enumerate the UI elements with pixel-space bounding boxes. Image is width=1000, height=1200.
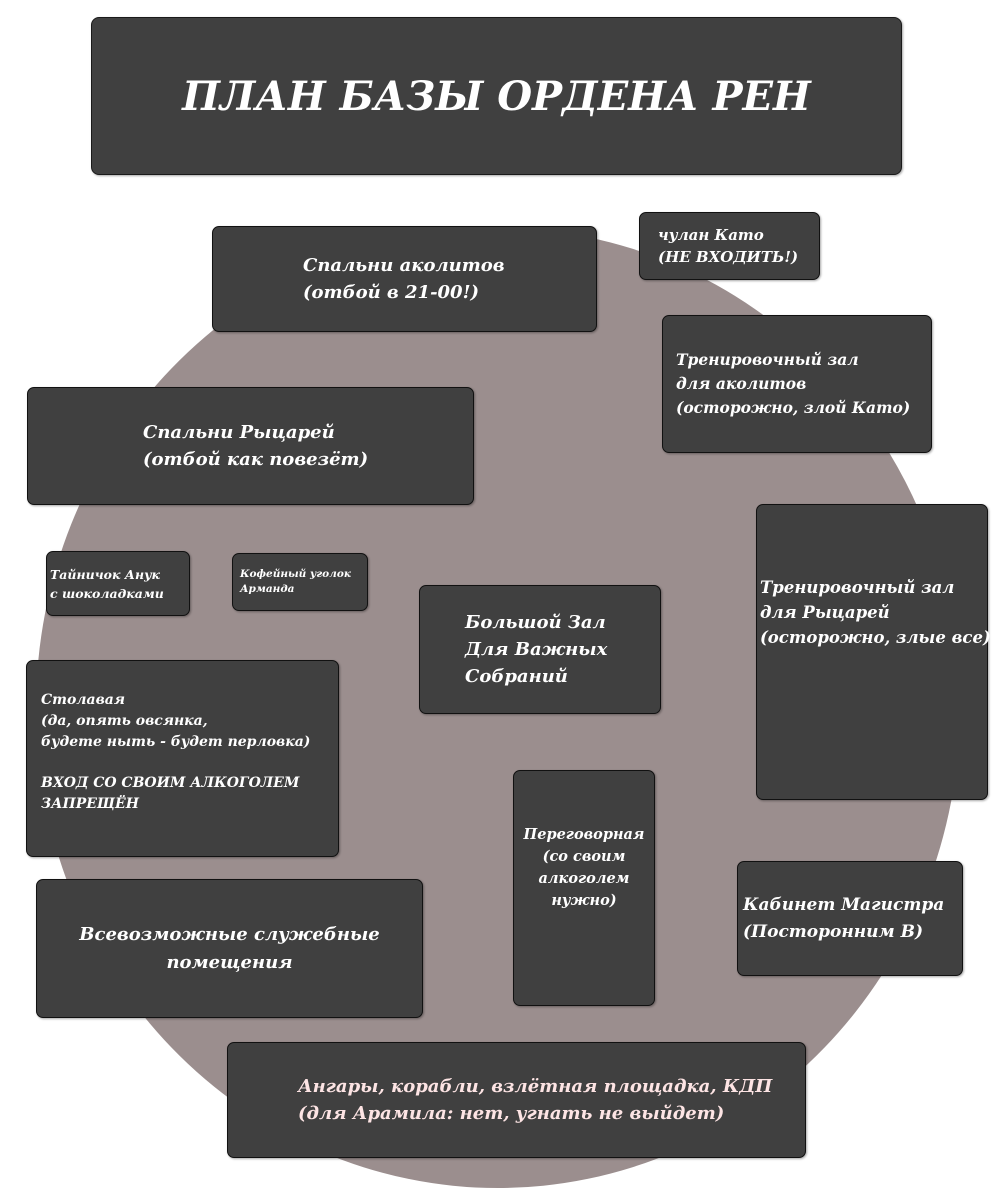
room-label-line: (осторожно, злые все) xyxy=(760,628,991,647)
room-label-line: для аколитов xyxy=(676,374,807,393)
room-knights-dormitories: Спальни Рыцарей (отбой как повезёт) xyxy=(27,387,474,505)
room-warning-line: ВХОД СО СВОИМ АЛКОГОЛЕМ xyxy=(41,775,300,791)
room-label-line: (для Арамила: нет, угнать не выйдет) xyxy=(298,1103,725,1124)
room-dining-hall: Столавая (да, опять овсянка, будете ныть… xyxy=(26,660,339,857)
room-warning-line: ЗАПРЕЩЁН xyxy=(41,796,139,812)
room-armand-coffee-corner: Кофейный уголок Арманда xyxy=(232,553,368,611)
room-label-line: Всевозможные служебные xyxy=(79,923,380,945)
room-label-line: (Посторонним В) xyxy=(743,921,923,942)
room-meeting-room: Переговорная (со своим алкоголем нужно) xyxy=(513,770,655,1006)
room-label-line: для Рыцарей xyxy=(760,603,890,622)
room-label-line: Арманда xyxy=(240,583,295,595)
spacer xyxy=(41,753,338,773)
room-label-line: (отбой в 21-00!) xyxy=(303,282,480,303)
room-label-line: Кабинет Магистра xyxy=(743,894,945,915)
room-label-line: (со своим xyxy=(542,848,626,865)
room-label-line: Спальни аколитов xyxy=(303,255,505,276)
room-label-line: с шоколадками xyxy=(50,585,164,601)
title-banner: ПЛАН БАЗЫ ОРДЕНА РЕН xyxy=(91,17,902,175)
room-great-hall: Большой Зал Для Важных Собраний xyxy=(419,585,661,714)
room-hangars: Ангары, корабли, взлётная площадка, КДП … xyxy=(227,1042,806,1158)
room-label-line: Большой Зал xyxy=(465,612,606,633)
room-label-line: Столавая xyxy=(41,692,126,708)
room-label-line: (отбой как повезёт) xyxy=(143,449,369,470)
room-master-office: Кабинет Магистра (Посторонним В) xyxy=(737,861,963,976)
room-label-line: Для Важных xyxy=(465,639,608,660)
room-label-line: (да, опять овсянка, xyxy=(41,713,208,729)
room-label-line: Тренировочный зал xyxy=(676,350,859,369)
room-label-line: Спальни Рыцарей xyxy=(143,422,335,443)
room-label-line: помещения xyxy=(166,951,293,973)
room-label-line: Переговорная xyxy=(523,826,645,843)
room-label-line: Собраний xyxy=(465,666,568,687)
room-label-line: Тайничок Анук xyxy=(50,566,161,582)
room-label-line: чулан Като xyxy=(658,226,764,244)
page-title: ПЛАН БАЗЫ ОРДЕНА РЕН xyxy=(182,72,811,120)
room-label-line: Ангары, корабли, взлётная площадка, КДП xyxy=(298,1076,773,1097)
room-service-rooms: Всевозможные служебные помещения xyxy=(36,879,423,1018)
room-label-line: (НЕ ВХОДИТЬ!) xyxy=(658,248,799,266)
room-label-line: Тренировочный зал xyxy=(760,578,955,597)
room-label-line: нужно) xyxy=(551,892,617,909)
room-training-hall-knights: Тренировочный зал для Рыцарей (осторожно… xyxy=(756,504,991,800)
room-kato-closet: чулан Като (НЕ ВХОДИТЬ!) xyxy=(639,212,820,280)
room-label-line: будете ныть - будет перловка) xyxy=(41,734,311,750)
room-label-line: алкоголем xyxy=(538,870,630,887)
room-label-line: Кофейный уголок xyxy=(240,568,351,580)
room-acolyte-dormitories: Спальни аколитов (отбой в 21-00!) xyxy=(212,226,597,332)
room-label-line: (осторожно, злой Като) xyxy=(676,398,911,417)
room-training-hall-acolytes: Тренировочный зал для аколитов (осторожн… xyxy=(662,315,932,453)
room-anuk-stash: Тайничок Анук с шоколадками xyxy=(46,551,190,616)
